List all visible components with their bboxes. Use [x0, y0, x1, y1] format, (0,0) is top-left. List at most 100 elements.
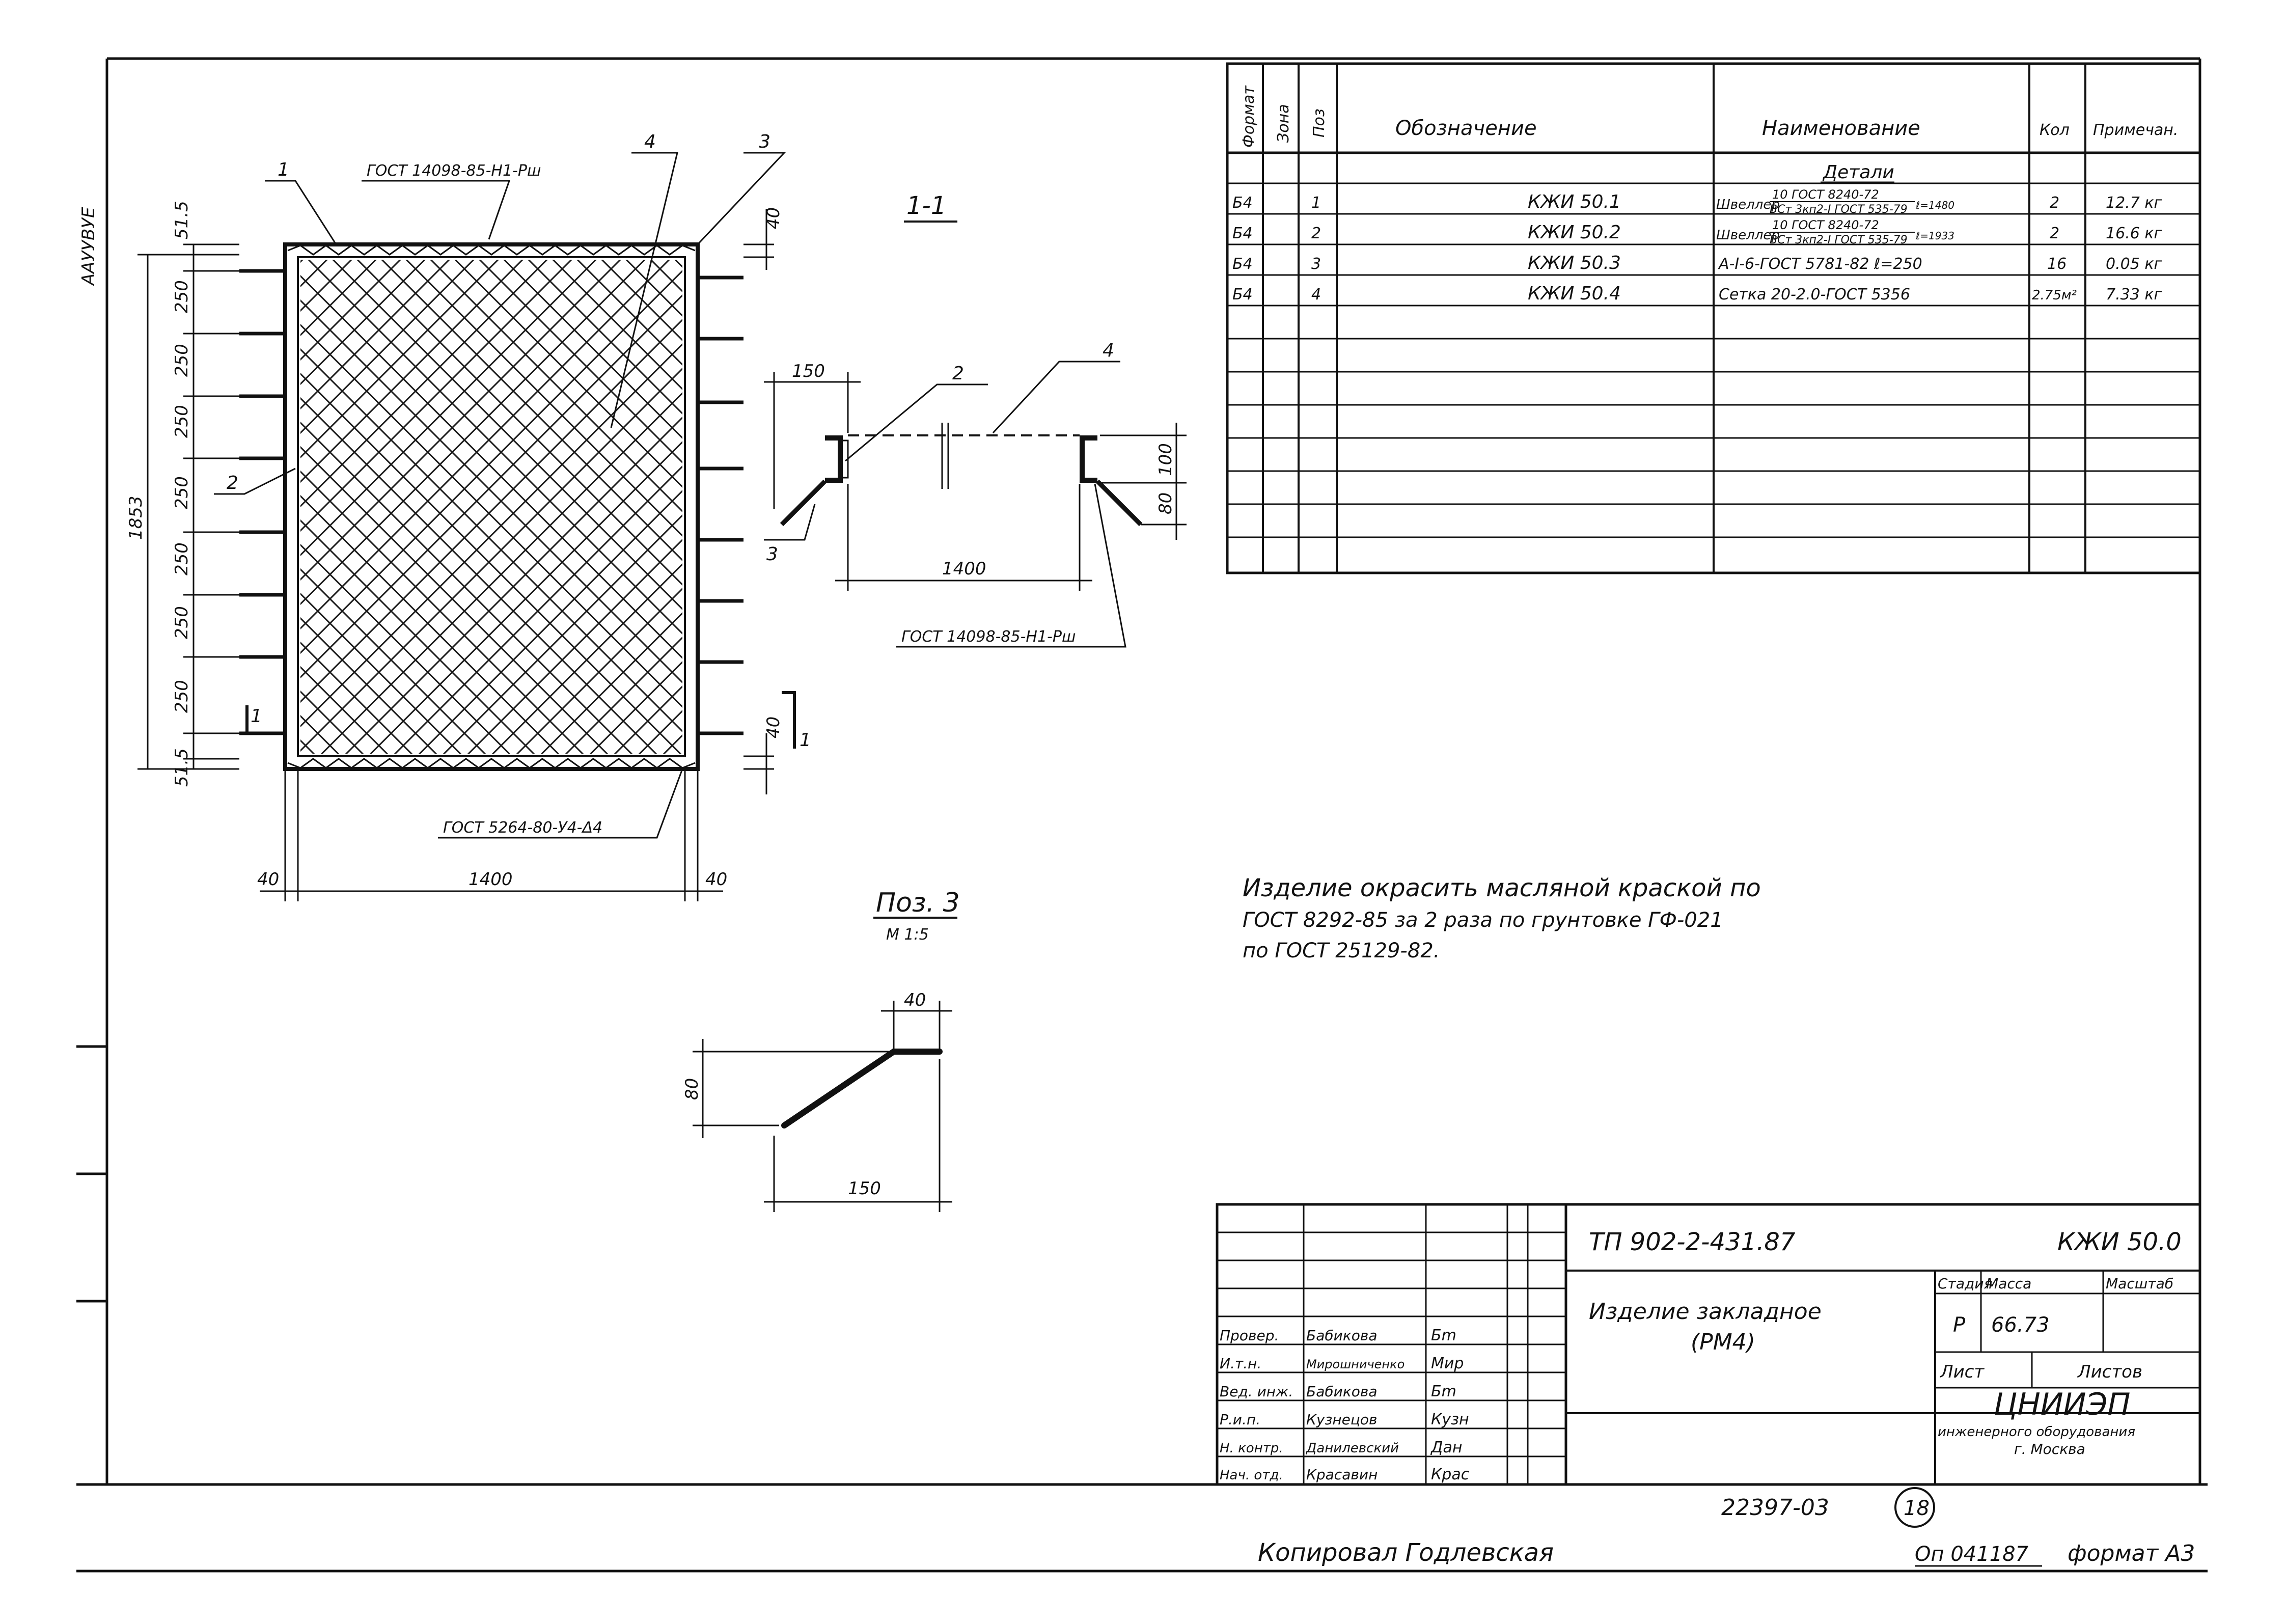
dim-left-7: 250 — [172, 680, 192, 713]
leaders-main — [214, 152, 786, 839]
staff-role-6: Нач. отд. — [1220, 1468, 1283, 1483]
hdr-note: Примечан. — [2093, 121, 2178, 139]
row-1-name-len: ℓ=1480 — [1915, 199, 1954, 211]
dim-left-4: 250 — [172, 476, 192, 509]
row-1-format: Б4 — [1232, 194, 1253, 212]
row-2-name-main: Швеллер — [1716, 228, 1780, 243]
section-mark-left: 1 — [251, 706, 262, 727]
pos3-detail: Поз. 3 М 1:5 40 80 150 — [682, 888, 960, 1212]
staff-sign-1: Бm — [1431, 1327, 1456, 1344]
dim-total-height: 1853 — [126, 496, 146, 540]
pos3-dim-150: 150 — [848, 1178, 881, 1199]
main-view: 1 1 1853 51.5 250 250 250 250 250 — [126, 131, 811, 901]
staff-sign-5: Дан — [1430, 1439, 1462, 1456]
dim-left-6: 250 — [172, 606, 192, 639]
row-4-note: 7.33 кг — [2106, 286, 2162, 304]
row-3-pos: 3 — [1311, 255, 1321, 273]
row-1-name-main: Швеллер — [1716, 197, 1780, 212]
page-circle — [1894, 1487, 1935, 1528]
hdr-format: Формат — [1240, 85, 1258, 148]
copied-by: Копировал Годлевская — [1258, 1538, 1554, 1567]
row-2-format: Б4 — [1232, 225, 1253, 242]
label-pos2: 2 — [227, 473, 238, 493]
hdr-name: Наименование — [1762, 117, 1920, 140]
note-line-1: Изделие окрасить масляной краской по — [1243, 874, 1761, 902]
section-cut-left — [245, 705, 283, 735]
staff-sign-3: Бm — [1431, 1383, 1456, 1400]
section-weld: ГОСТ 14098-85-Н1-Рш — [901, 628, 1076, 646]
scale-header: Масштаб — [2106, 1275, 2173, 1292]
dim-left-40: 40 — [257, 869, 279, 890]
staff-name-3: Бабикова — [1306, 1383, 1378, 1400]
left-dim-chain — [137, 243, 239, 770]
label-pos4: 4 — [644, 131, 656, 152]
row-1-note: 12.7 кг — [2106, 194, 2162, 212]
product-name-2: (РМ4) — [1691, 1329, 1755, 1355]
dim-left-5: 250 — [172, 542, 192, 575]
row-2-designation: КЖИ 50.2 — [1528, 222, 1621, 243]
label-pos3: 3 — [759, 131, 770, 152]
dim-left-0: 51.5 — [172, 201, 192, 239]
section-channel-right — [1080, 435, 1097, 483]
note-line-2: ГОСТ 8292-85 за 2 раза по грунтовке ГФ-0… — [1243, 909, 1723, 932]
section-details: Детали — [1822, 162, 1894, 183]
pos3-dim-80: 80 — [682, 1078, 702, 1100]
dim-width: 1400 — [469, 869, 513, 890]
row-2-note: 16.6 кг — [2106, 225, 2162, 242]
dim-right-top: 40 — [763, 207, 784, 229]
section-pos2: 2 — [952, 363, 964, 384]
row-1-pos: 1 — [1311, 194, 1321, 212]
section-anchor-left — [780, 479, 827, 527]
page-circle-number: 18 — [1904, 1497, 1930, 1520]
spec-row-1: Б4 1 КЖИ 50.1 Швеллер 10 ГОСТ 8240-72 ВС… — [1232, 187, 2162, 216]
title-block-text: ТП 902-2-431.87 КЖИ 50.0 Изделие закладн… — [1220, 1228, 2182, 1483]
spec-table — [1226, 62, 2201, 574]
section-pos4: 4 — [1103, 340, 1114, 361]
spec-row-3: Б4 3 КЖИ 50.3 А-I-6-ГОСТ 5781-82 ℓ=250 1… — [1232, 253, 2162, 273]
right-dim-40 — [743, 209, 774, 794]
row-4-name-main: Сетка 20-2.0-ГОСТ 5356 — [1719, 286, 1910, 304]
hdr-designation: Обозначение — [1395, 117, 1537, 140]
org-city: г. Москва — [2014, 1441, 2085, 1457]
section-mark-right: 1 — [800, 730, 811, 751]
staff-sign-4: Кузн — [1431, 1411, 1469, 1428]
row-4-pos: 4 — [1311, 286, 1321, 304]
pos3-title: Поз. 3 — [876, 888, 960, 918]
staff-role-3: Вед. инж. — [1220, 1383, 1293, 1400]
row-2-qty: 2 — [2050, 225, 2059, 242]
row-1-name-bottom: ВСт 3кп2-I ГОСТ 535-79 — [1770, 203, 1908, 216]
signature-date: Оп 041187 — [1915, 1543, 2029, 1566]
row-3-designation: КЖИ 50.3 — [1528, 253, 1621, 273]
row-1-name-top: 10 ГОСТ 8240-72 — [1772, 187, 1879, 202]
row-2-pos: 2 — [1311, 225, 1321, 242]
spec-row-2: Б4 2 КЖИ 50.2 Швеллер 10 ГОСТ 8240-72 ВС… — [1232, 218, 2162, 246]
staff-name-5: Данилевский — [1306, 1441, 1399, 1456]
row-2-name-len: ℓ=1933 — [1915, 230, 1954, 242]
section-pos3: 3 — [766, 544, 778, 565]
staff-role-5: Н. контр. — [1220, 1441, 1283, 1456]
section-channel-left — [825, 435, 843, 483]
staff-role-4: Р.и.п. — [1220, 1411, 1260, 1428]
note-block: Изделие окрасить масляной краской по ГОС… — [1243, 874, 1761, 962]
org-name: ЦНИИЭП — [1994, 1387, 2130, 1422]
dim-right-40: 40 — [705, 869, 727, 890]
org-sub: инженерного оборудования — [1938, 1424, 2135, 1440]
pos3-bar — [781, 1049, 943, 1128]
spec-row-4: Б4 4 КЖИ 50.4 Сетка 20-2.0-ГОСТ 5356 2.7… — [1232, 283, 2162, 304]
section-1-1: 1-1 150 1400 100 — [764, 191, 1187, 648]
staff-name-2: Мирошниченко — [1306, 1357, 1404, 1371]
side-label: ААУУВУЕ — [78, 207, 99, 286]
channel-inner — [297, 256, 686, 757]
staff-role-2: И.т.н. — [1220, 1355, 1261, 1372]
product-name-1: Изделие закладное — [1589, 1299, 1822, 1325]
mass-value: 66.73 — [1991, 1313, 2050, 1337]
drawing-code: КЖИ 50.0 — [2057, 1228, 2182, 1256]
sheet-label: Лист — [1939, 1362, 1985, 1382]
dim-left-2: 250 — [172, 344, 192, 377]
section-dim-100: 100 — [1155, 443, 1176, 476]
section-dim-80: 80 — [1155, 492, 1176, 514]
note-line-3: по ГОСТ 25129-82. — [1243, 939, 1440, 962]
bottom-dim — [260, 769, 723, 901]
anchors-left — [239, 269, 285, 735]
